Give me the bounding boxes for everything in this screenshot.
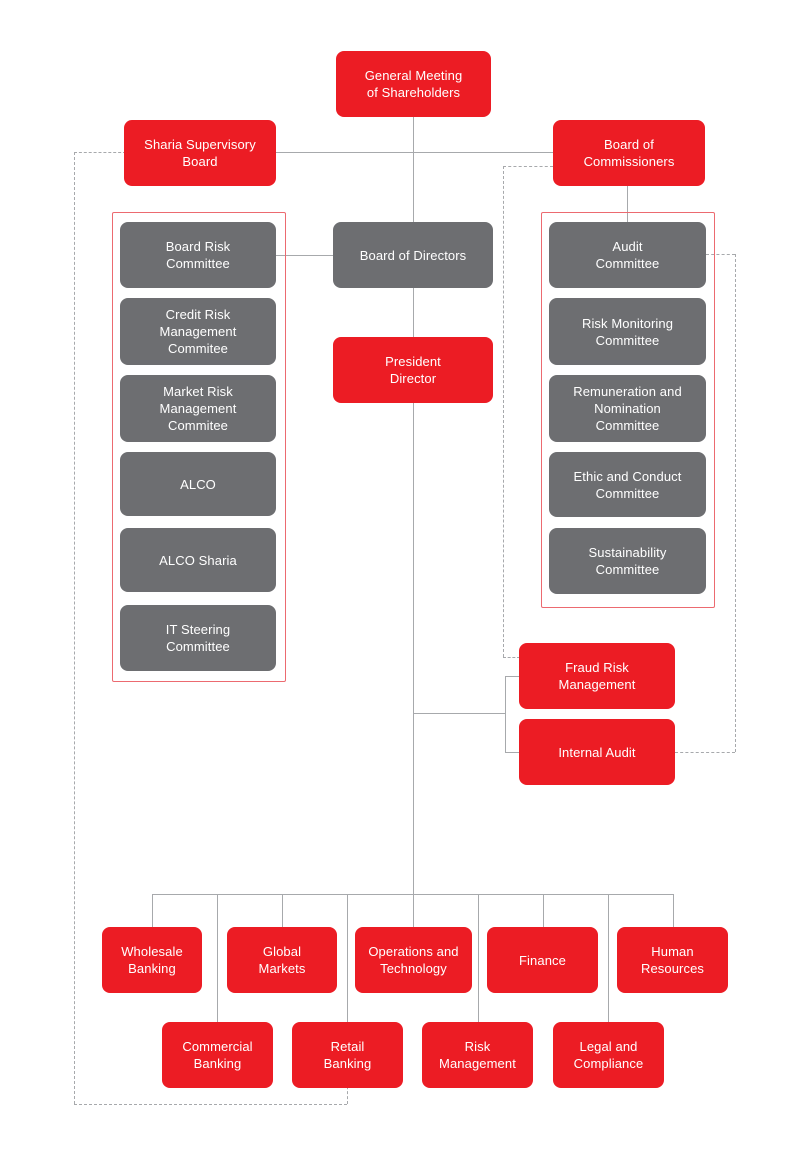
connector-drop-operations-technology [413, 894, 414, 927]
connector-drop-risk-management [478, 894, 479, 1022]
node-label: Audit Committee [595, 239, 660, 271]
node-label: General Meeting of Shareholders [364, 68, 463, 100]
node-legal-and-compliance[interactable]: Legal and Compliance [553, 1022, 664, 1088]
dashed-audit-committee-right-stub [706, 254, 735, 255]
node-label: IT Steering Committee [165, 622, 231, 654]
node-label: Risk Monitoring Committee [581, 315, 674, 348]
connector-commissioners-to-committees [627, 186, 628, 222]
node-credit-risk-management-commitee[interactable]: Credit Risk Management Commitee [120, 298, 276, 365]
node-fraud-risk-management[interactable]: Fraud Risk Management [519, 643, 675, 709]
node-alco-sharia[interactable]: ALCO Sharia [120, 528, 276, 592]
node-label: Credit Risk Management Commitee [159, 307, 237, 356]
node-global-markets[interactable]: Global Markets [227, 927, 337, 993]
node-label: Ethic and Conduct Committee [573, 468, 682, 501]
node-label: Operations and Technology [368, 944, 459, 976]
connector-business-units-bus [152, 894, 673, 895]
node-label: Sharia Supervisory Board [144, 137, 256, 169]
connector-sharia-to-commissioners [276, 152, 554, 153]
node-label: Commercial Banking [182, 1039, 253, 1071]
node-label: Risk Management [439, 1039, 516, 1071]
connector-audit-bracket-vertical [505, 676, 506, 752]
node-alco[interactable]: ALCO [120, 452, 276, 516]
node-general-meeting-of-shareholders[interactable]: General Meeting of Shareholders [336, 51, 491, 117]
frame-director-committees [112, 212, 286, 682]
connector-drop-retail-banking [347, 894, 348, 1022]
connector-spine-to-audit-bracket [413, 713, 505, 714]
connector-bracket-to-internal-audit [505, 752, 520, 753]
node-label: Wholesale Banking [121, 944, 183, 976]
node-label: Finance [519, 952, 566, 968]
node-label: Retail Banking [323, 1039, 372, 1071]
connector-drop-commercial-banking [217, 894, 218, 1022]
node-wholesale-banking[interactable]: Wholesale Banking [102, 927, 202, 993]
dashed-commissioners-left-stub [503, 166, 553, 167]
node-president-director[interactable]: President Director [333, 337, 493, 403]
node-sharia-supervisory-board[interactable]: Sharia Supervisory Board [124, 120, 276, 186]
node-label: Global Markets [258, 944, 306, 976]
node-retail-banking[interactable]: Retail Banking [292, 1022, 403, 1088]
dashed-sharia-bottom-horizontal [74, 1104, 347, 1105]
node-human-resources[interactable]: Human Resources [617, 927, 728, 993]
node-label: Board of Directors [359, 247, 467, 263]
node-label: ALCO [180, 476, 216, 492]
node-board-of-directors[interactable]: Board of Directors [333, 222, 493, 288]
node-label: Human Resources [640, 944, 705, 976]
connector-board-risk-to-directors [271, 255, 333, 256]
node-operations-and-technology[interactable]: Operations and Technology [355, 927, 472, 993]
node-remuneration-and-nomination-committee[interactable]: Remuneration and Nomination Committee [549, 375, 706, 442]
node-it-steering-committee[interactable]: IT Steering Committee [120, 605, 276, 671]
dashed-sharia-left-vertical [74, 152, 75, 1104]
node-market-risk-management-commitee[interactable]: Market Risk Management Commitee [120, 375, 276, 442]
connector-drop-global-markets [282, 894, 283, 927]
node-label: Market Risk Management Commitee [159, 384, 237, 433]
node-label: Board Risk Committee [165, 239, 231, 271]
node-board-of-commissioners[interactable]: Board of Commissioners [553, 120, 705, 186]
node-label: Legal and Compliance [573, 1039, 644, 1071]
dashed-commissioners-vertical [503, 166, 504, 657]
connector-central-spine [413, 117, 414, 895]
node-label: President Director [385, 354, 441, 386]
frame-commissioner-committees [541, 212, 715, 608]
connector-bracket-to-fraud-risk [505, 676, 520, 677]
node-sustainability-committee[interactable]: Sustainability Committee [549, 528, 706, 594]
node-internal-audit[interactable]: Internal Audit [519, 719, 675, 785]
node-commercial-banking[interactable]: Commercial Banking [162, 1022, 273, 1088]
dashed-audit-to-internal-audit [675, 752, 735, 753]
dashed-commissioners-to-fraud-risk [503, 657, 520, 658]
node-audit-committee[interactable]: Audit Committee [549, 222, 706, 288]
node-risk-monitoring-committee[interactable]: Risk Monitoring Committee [549, 298, 706, 365]
node-board-risk-committee[interactable]: Board Risk Committee [120, 222, 276, 288]
node-finance[interactable]: Finance [487, 927, 598, 993]
node-label: Board of Commissioners [583, 137, 675, 169]
connector-drop-finance [543, 894, 544, 927]
node-label: Internal Audit [558, 744, 636, 760]
dashed-sharia-left-stub [74, 152, 126, 153]
node-label: Fraud Risk Management [558, 660, 636, 692]
connector-drop-wholesale-banking [152, 894, 153, 927]
node-ethic-and-conduct-committee[interactable]: Ethic and Conduct Committee [549, 452, 706, 517]
node-label: Remuneration and Nomination Committee [573, 384, 682, 433]
node-risk-management[interactable]: Risk Management [422, 1022, 533, 1088]
dashed-audit-committee-vertical [735, 254, 736, 752]
node-label: ALCO Sharia [159, 552, 237, 568]
connector-drop-legal-compliance [608, 894, 609, 1022]
connector-drop-human-resources [673, 894, 674, 927]
node-label: Sustainability Committee [588, 545, 667, 577]
